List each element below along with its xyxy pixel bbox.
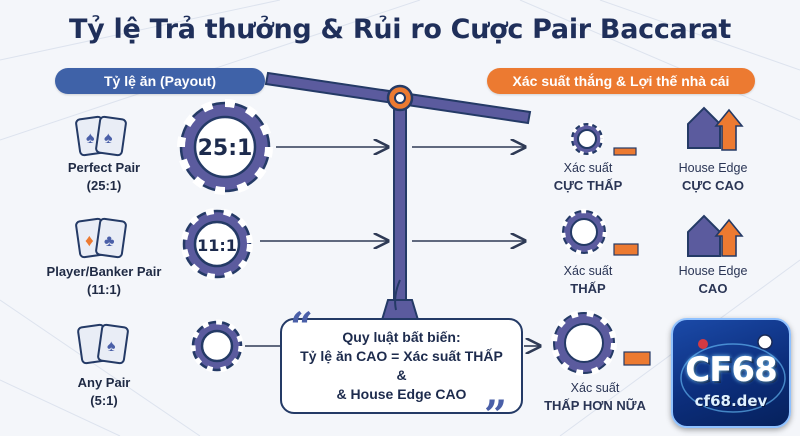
small-chip-icon bbox=[570, 122, 604, 156]
cards-player-banker-pair: ♦ ♣ bbox=[75, 217, 127, 259]
probability-any-pair: Xác suất THẤP HƠN NỮA bbox=[530, 380, 660, 415]
bet-label-player-banker-pair: Player/Banker Pair (11:1) bbox=[20, 263, 188, 299]
probability-player-banker-pair: Xác suất THẤP bbox=[538, 263, 638, 298]
bet-name: Any Pair bbox=[77, 375, 131, 390]
bet-ratio: (25:1) bbox=[86, 178, 122, 193]
edge-label: House Edge bbox=[678, 264, 748, 278]
logo-brand: CF68 bbox=[685, 350, 778, 390]
rule-line: Tỷ lệ ăn CAO = Xác suất THẤP bbox=[300, 348, 503, 364]
spade-icon: ♠ bbox=[86, 130, 95, 147]
house-edge-perfect-pair: House Edge CỰC CAO bbox=[663, 160, 763, 195]
cards-perfect-pair: ♠ ♠ bbox=[75, 115, 127, 157]
large-chip-icon bbox=[551, 310, 617, 376]
chip-label-player-banker-pair: 11:1 bbox=[197, 236, 237, 255]
rule-box: Quy luật bất biến: Tỷ lệ ăn CAO = Xác su… bbox=[280, 318, 523, 414]
close-quote-icon: ” bbox=[484, 392, 508, 436]
edge-level: CAO bbox=[698, 281, 728, 296]
bet-label-any-pair: Any Pair (5:1) bbox=[30, 374, 178, 410]
rule-line: & bbox=[396, 367, 407, 383]
spade-icon: ♠ bbox=[104, 130, 113, 147]
edge-label: House Edge bbox=[678, 161, 748, 175]
rule-line: & House Edge CAO bbox=[336, 386, 467, 402]
cards-any-pair: ♠ bbox=[77, 323, 129, 365]
brand-logo: CF68 cf68.dev bbox=[671, 318, 791, 428]
prob-label: Xác suất bbox=[563, 161, 613, 175]
chip-label-perfect-pair: 25:1 bbox=[198, 136, 253, 161]
bet-label-perfect-pair: Perfect Pair (25:1) bbox=[30, 159, 178, 195]
bet-name: Player/Banker Pair bbox=[46, 264, 162, 279]
prob-label: Xác suất bbox=[563, 264, 613, 278]
diamond-icon: ♦ bbox=[85, 231, 94, 250]
probability-header: Xác suất thắng & Lợi thế nhà cái bbox=[487, 68, 755, 94]
payout-header: Tỷ lệ ăn (Payout) bbox=[55, 68, 265, 94]
page-title: Tỷ lệ Trả thưởng & Rủi ro Cược Pair Bacc… bbox=[68, 14, 731, 45]
probability-perfect-pair: Xác suất CỰC THẤP bbox=[538, 160, 638, 195]
medium-chip-icon bbox=[560, 208, 608, 256]
open-quote-icon: “ bbox=[290, 304, 314, 351]
prob-level: THẤP HƠN NỮA bbox=[544, 398, 646, 413]
club-icon: ♣ bbox=[104, 233, 115, 250]
bet-ratio: (5:1) bbox=[90, 393, 118, 408]
probability-bar bbox=[623, 351, 651, 366]
probability-bar bbox=[613, 243, 639, 256]
rule-line: Quy luật bất biến: bbox=[342, 329, 461, 345]
spade-icon: ♠ bbox=[107, 338, 116, 355]
bet-name: Perfect Pair bbox=[67, 160, 141, 175]
edge-level: CỰC CAO bbox=[681, 178, 745, 193]
chip-player-banker-pair bbox=[181, 208, 253, 280]
house-up-icon bbox=[687, 214, 744, 257]
logo-decoration bbox=[680, 334, 786, 413]
chip-perfect-pair bbox=[177, 99, 273, 195]
probability-bar bbox=[613, 147, 637, 156]
logo-domain: cf68.dev bbox=[694, 392, 768, 410]
prob-label: Xác suất bbox=[570, 381, 620, 395]
prob-level: CỰC THẤP bbox=[553, 178, 623, 193]
scale-pole bbox=[380, 99, 420, 321]
prob-level: THẤP bbox=[570, 281, 606, 296]
bet-ratio: (11:1) bbox=[87, 282, 121, 297]
chip-any-pair bbox=[190, 319, 244, 373]
house-up-icon bbox=[687, 106, 744, 151]
scale-pivot bbox=[386, 84, 414, 112]
house-edge-player-banker-pair: House Edge CAO bbox=[663, 263, 763, 298]
